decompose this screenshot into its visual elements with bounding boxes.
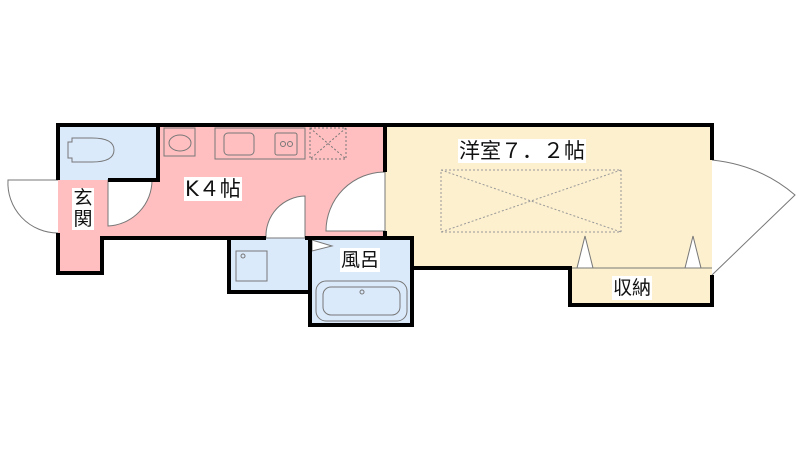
entry-door-swing bbox=[7, 179, 59, 234]
room-door-swing bbox=[325, 171, 386, 232]
toilet-floor bbox=[58, 125, 158, 180]
closet-overhead-space bbox=[440, 169, 622, 233]
washing-machine-icon bbox=[235, 250, 268, 282]
storage-label: 収納 bbox=[612, 276, 653, 300]
sink-icon bbox=[163, 127, 196, 157]
bathtub-icon bbox=[315, 280, 408, 322]
kitchen-counter bbox=[214, 127, 306, 160]
toilet-door-swing bbox=[107, 179, 153, 227]
western-room-label: 洋室７．２帖 bbox=[458, 139, 586, 163]
entrance-label-1: 玄 bbox=[72, 187, 94, 209]
washroom-floor bbox=[229, 238, 310, 292]
kitchen-sink-icon bbox=[223, 132, 255, 156]
stove-icon bbox=[274, 132, 298, 156]
bath-label: 風呂 bbox=[340, 248, 381, 272]
entrance-floor-lower bbox=[58, 238, 102, 273]
fridge-space bbox=[309, 127, 347, 160]
toilet-icon bbox=[67, 137, 115, 163]
washroom-door-swing bbox=[265, 195, 306, 239]
kitchen-label: K４帖 bbox=[184, 177, 242, 201]
walls bbox=[56, 123, 714, 327]
balcony-door-swing bbox=[711, 159, 796, 276]
entrance-label-2: 関 bbox=[72, 208, 94, 230]
